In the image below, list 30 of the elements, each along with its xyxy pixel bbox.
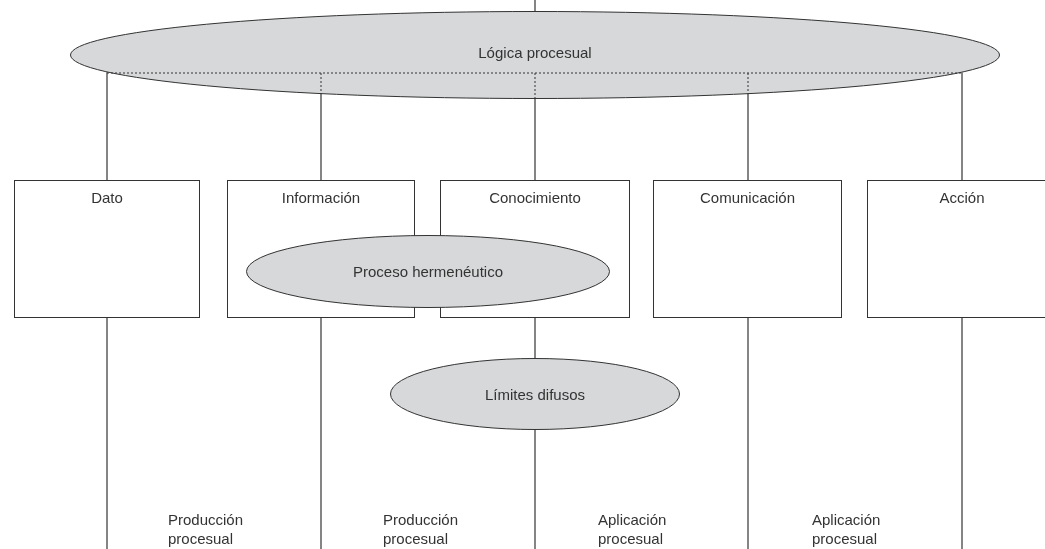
connector-line [747,317,749,549]
concept-box [14,180,200,318]
connector-line [534,317,536,359]
connector-line [534,0,536,12]
connector-line [961,317,963,549]
connector-line [534,98,536,181]
node-label: Proceso hermenéutico [352,263,504,280]
connector-line [106,71,108,181]
node-label: Lógica procesual [478,44,592,61]
ellipse-node [246,235,610,308]
connector-line [747,93,749,181]
connector-line [320,93,322,181]
node-label: Información [281,189,361,206]
annotation-text: Aplicación procesual [812,510,882,548]
connector-line [320,317,322,549]
node-label: Comunicación [699,189,795,206]
concept-box [653,180,842,318]
connector-line [961,71,963,181]
concept-box [867,180,1045,318]
annotation-text: Producción procesual [383,510,460,548]
node-label: Límites difusos [484,385,585,403]
connector-line [534,429,536,549]
node-label: Dato [91,189,123,206]
annotation-text: Aplicación procesual [598,510,668,548]
connector-line [106,317,108,549]
node-label: Acción [939,189,985,206]
ellipse-node [390,358,680,430]
node-label: Conocimiento [489,189,581,206]
ellipse-node [70,11,1000,99]
annotation-text: Producción procesual [168,510,245,548]
